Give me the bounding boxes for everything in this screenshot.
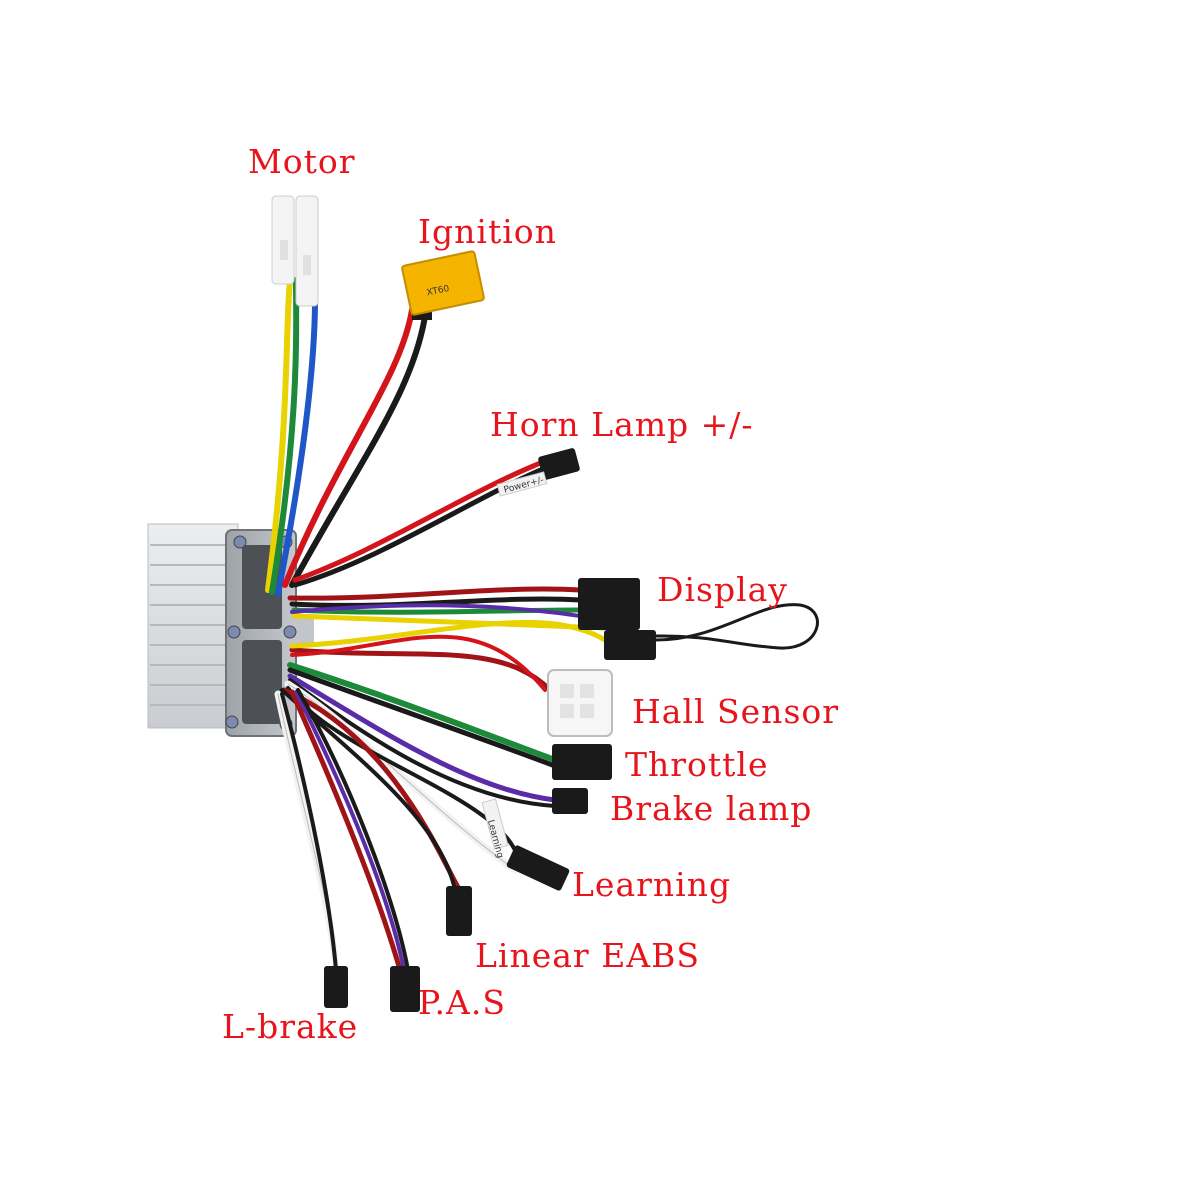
label-display: Display [657, 570, 788, 609]
learning-connector: Learning [481, 798, 570, 891]
svg-text:XT60: XT60 [426, 284, 451, 299]
lower-cable-bundle [274, 619, 608, 974]
label-learning: Learning [572, 865, 731, 904]
motor-connector [271, 195, 319, 307]
label-ignition: Ignition [418, 212, 557, 251]
label-hall-sensor: Hall Sensor [632, 692, 839, 731]
label-l-brake: L-brake [222, 1007, 358, 1046]
display-connector [578, 578, 819, 660]
pas-connector [390, 966, 420, 1012]
ignition-connector: XT60 [401, 250, 485, 320]
label-brake-lamp: Brake lamp [610, 789, 812, 828]
label-pas: P.A.S [418, 983, 506, 1022]
throttle-connector [552, 744, 612, 780]
hall-sensor-connector [547, 669, 613, 737]
controller-body [147, 523, 314, 737]
linear-eabs-connector [446, 886, 472, 936]
label-throttle: Throttle [625, 745, 769, 784]
brake-lamp-connector [552, 788, 588, 814]
label-linear-eabs: Linear EABS [475, 936, 700, 975]
label-motor: Motor [248, 142, 356, 181]
label-horn-lamp: Horn Lamp +/- [490, 405, 754, 444]
l-brake-connector [324, 966, 348, 1008]
